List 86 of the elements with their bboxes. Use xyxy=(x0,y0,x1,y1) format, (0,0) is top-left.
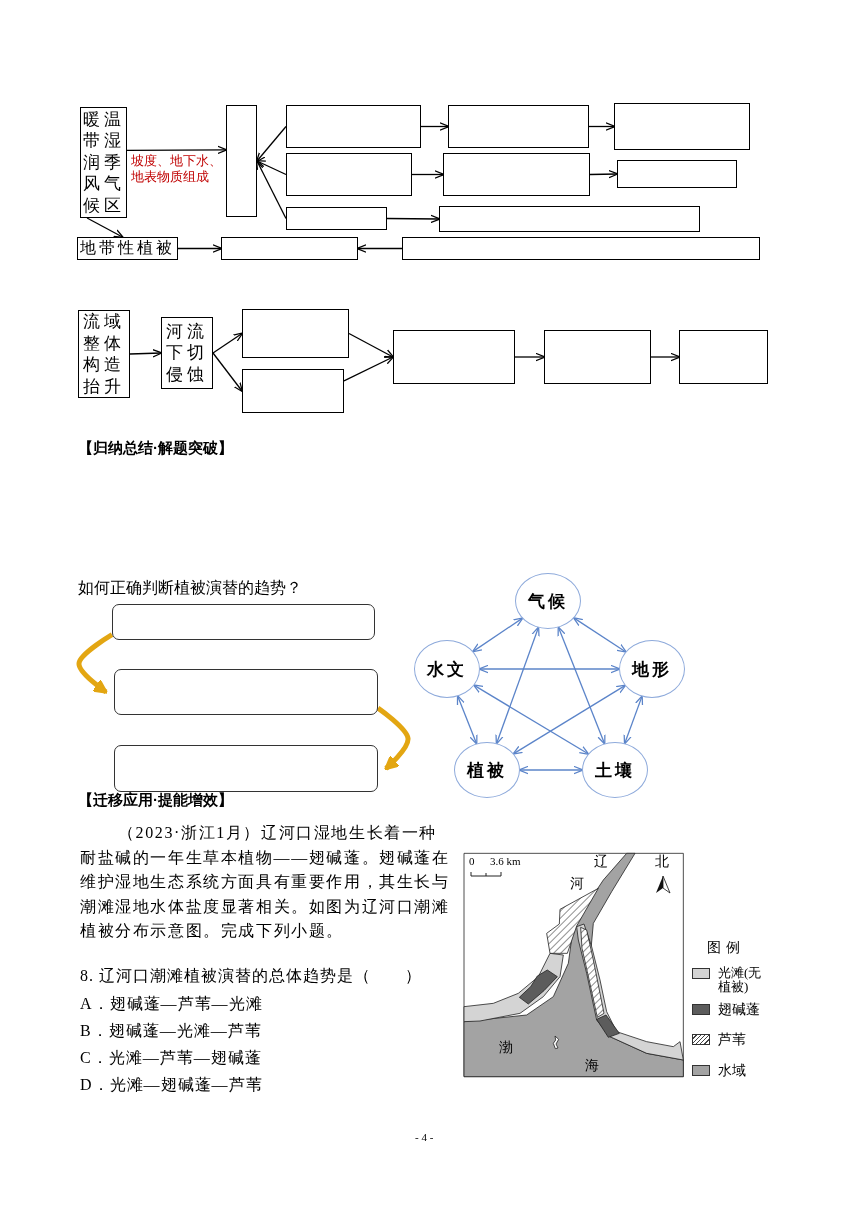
blank-box xyxy=(617,160,737,188)
arrow xyxy=(456,694,478,745)
arrow xyxy=(177,244,223,253)
arrow xyxy=(212,352,244,393)
answer-option: C．光滩—芦苇—翅碱蓬 xyxy=(80,1048,262,1069)
blank-box xyxy=(402,237,760,260)
arrow xyxy=(86,217,124,239)
blank-box xyxy=(221,237,358,260)
map-label: 河 xyxy=(570,875,584,893)
legend-label: 光滩(无植被) xyxy=(718,966,763,994)
blank-box xyxy=(242,309,349,358)
node-label: 流域整体构造抬升 xyxy=(83,311,125,397)
blank-box xyxy=(443,153,590,196)
node-label: 暖温带湿润季风气候区 xyxy=(82,108,125,217)
arrow xyxy=(557,626,606,745)
map-label: 北 xyxy=(655,853,669,871)
arrow xyxy=(650,352,681,362)
node-label: 河流下切侵蚀 xyxy=(166,320,208,386)
arrow xyxy=(129,349,163,358)
legend-label: 水域 xyxy=(718,1063,747,1078)
arrow xyxy=(255,125,287,163)
node-label: 植被 xyxy=(467,759,507,782)
arrow xyxy=(348,332,395,359)
heading: 【归纳总结·解题突破】 xyxy=(78,439,233,458)
question-text: 如何正确判断植被演替的趋势？ xyxy=(78,578,302,598)
arrow xyxy=(514,352,546,362)
legend-label: 翅碱蓬 xyxy=(718,1002,761,1017)
arrow xyxy=(386,214,441,224)
arrow xyxy=(588,122,616,131)
arrow xyxy=(518,765,584,775)
arrow xyxy=(212,332,244,354)
arrow xyxy=(472,684,590,755)
arrow xyxy=(623,695,644,745)
blank-box xyxy=(544,330,651,384)
answer-option: D．光滩—翅碱蓬—芦苇 xyxy=(80,1075,263,1096)
blank-box xyxy=(448,105,589,148)
blank-box xyxy=(439,206,700,232)
blank-box xyxy=(242,369,344,413)
question-paragraph: （2023·浙江1月）辽河口湿地生长着一种耐盐碱的一年生草本植物——翅碱蓬。翅碱蓬在维护湿地生态系统方面具有重要作用，其生长与潮滩湿地水体盐度显著相关。如图为辽河口潮滩植被分布示意图。完成下列小题。 xyxy=(80,823,451,941)
arrow xyxy=(126,145,228,155)
map-label: 海 xyxy=(585,1057,599,1075)
arrow xyxy=(420,122,450,131)
node-label: 水文 xyxy=(427,658,467,681)
scale-label: 3.6 km xyxy=(490,855,521,867)
arrow xyxy=(255,160,287,176)
arrow xyxy=(589,169,619,179)
heading: 【迁移应用·提能增效】 xyxy=(78,791,233,810)
blank-box xyxy=(286,207,387,230)
arrow xyxy=(376,706,411,771)
question-text: 8. 辽河口潮滩植被演替的总体趋势是（ ） xyxy=(80,966,422,986)
legend-title: 图例 xyxy=(707,939,745,957)
answer-box xyxy=(114,669,378,715)
edge-label: 坡度、地下水、地表物质组成 xyxy=(131,153,223,185)
blank-box xyxy=(226,105,257,217)
blank-box xyxy=(286,153,412,196)
blank-box xyxy=(614,103,750,150)
arrow xyxy=(495,626,540,745)
node-label: 气候 xyxy=(528,590,568,613)
blank-box xyxy=(286,105,421,148)
map-label: 渤 xyxy=(499,1039,513,1057)
blank-box xyxy=(393,330,515,384)
arrow xyxy=(356,244,403,253)
node-label: 地带性植被 xyxy=(80,238,175,258)
arrow xyxy=(411,170,445,179)
arrow xyxy=(471,617,524,653)
factor-ellipse xyxy=(582,742,648,798)
node-label: 地形 xyxy=(632,658,672,681)
arrow xyxy=(572,616,627,653)
factor-ellipse xyxy=(414,640,480,698)
arrow xyxy=(512,684,627,755)
answer-option: B．翅碱蓬—光滩—芦苇 xyxy=(80,1021,262,1042)
arrow xyxy=(343,356,395,382)
factor-ellipse xyxy=(515,573,581,629)
arrow xyxy=(478,664,621,674)
answer-option: A．翅碱蓬—芦苇—光滩 xyxy=(80,994,263,1015)
legend-label: 芦苇 xyxy=(718,1032,747,1047)
answer-box xyxy=(112,604,375,640)
scale-label: 0 xyxy=(469,855,475,867)
arrow xyxy=(76,632,114,695)
blank-box xyxy=(679,330,768,384)
factor-ellipse xyxy=(454,742,520,798)
page-number: - 4 - xyxy=(415,1131,434,1143)
map-label: 辽 xyxy=(594,853,608,871)
node-label: 土壤 xyxy=(595,759,635,782)
arrow xyxy=(255,159,287,220)
answer-box xyxy=(114,745,378,792)
